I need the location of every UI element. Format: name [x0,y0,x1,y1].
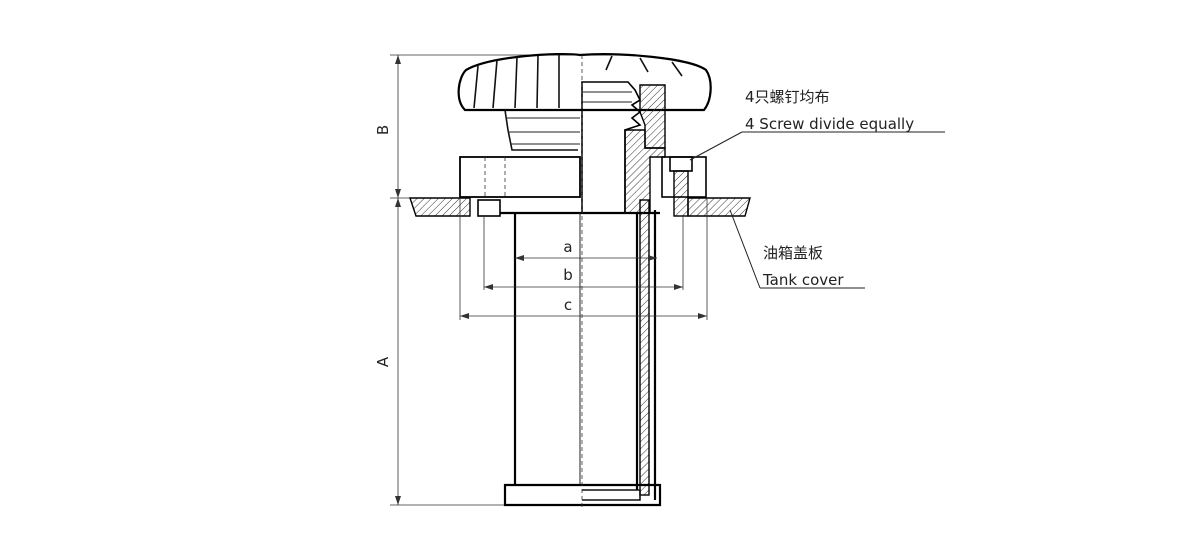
dimension-label-small-c: c [564,296,572,314]
knob-cap [457,52,712,151]
dimension-label-small-b: b [563,266,573,284]
tank-cover-label-cn: 油箱盖板 [763,244,823,262]
screws-label-en: 4 Screw divide equally [745,115,914,133]
dimension-vertical-left [390,54,612,506]
leader-lines [689,131,945,289]
dimension-label-a: A [374,356,392,367]
screws-label-cn: 4只螺钉均布 [745,88,830,106]
section-view-right [581,81,707,217]
dimension-label-small-a: a [563,238,572,256]
dimension-label-b: B [374,125,392,135]
flange-left [459,156,581,198]
dimension-horizontal [459,197,708,320]
strainer-tube [503,199,662,507]
tank-cover-plate [409,197,751,217]
tank-cover-label-en: Tank cover [762,271,844,289]
